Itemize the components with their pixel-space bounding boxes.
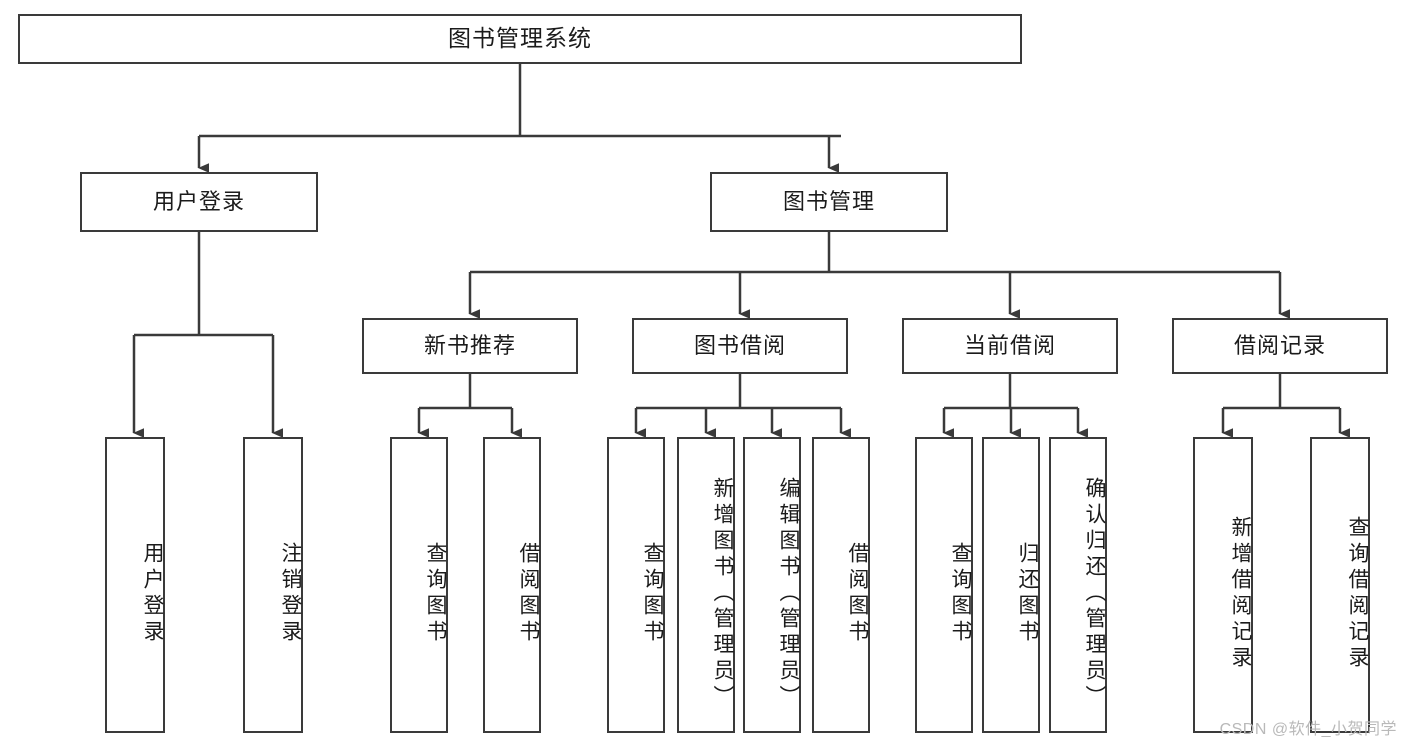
leaf-confirm-return-admin[interactable]: 确认归还（管理员）	[1049, 437, 1107, 733]
leaf-return-books[interactable]: 归还图书	[982, 437, 1040, 733]
leaf-borrow-books[interactable]: 借阅图书	[812, 437, 870, 733]
node-borrow-record[interactable]: 借阅记录	[1172, 318, 1388, 374]
leaf-query-books-recommend[interactable]: 查询图书	[390, 437, 448, 733]
leaf-query-books-current[interactable]: 查询图书	[915, 437, 973, 733]
leaf-query-books-borrow[interactable]: 查询图书	[607, 437, 665, 733]
node-root[interactable]: 图书管理系统	[18, 14, 1022, 64]
leaf-user-login[interactable]: 用户登录	[105, 437, 165, 733]
node-user-login[interactable]: 用户登录	[80, 172, 318, 232]
node-book-borrow[interactable]: 图书借阅	[632, 318, 848, 374]
leaf-add-book-admin[interactable]: 新增图书（管理员）	[677, 437, 735, 733]
leaf-add-borrow-record[interactable]: 新增借阅记录	[1193, 437, 1253, 733]
csdn-watermark: CSDN @软件_小贺同学	[1219, 721, 1397, 738]
node-book-management[interactable]: 图书管理	[710, 172, 948, 232]
leaf-borrow-books-recommend[interactable]: 借阅图书	[483, 437, 541, 733]
node-current-borrow[interactable]: 当前借阅	[902, 318, 1118, 374]
leaf-edit-book-admin[interactable]: 编辑图书（管理员）	[743, 437, 801, 733]
node-new-book-recommend[interactable]: 新书推荐	[362, 318, 578, 374]
leaf-logout-login[interactable]: 注销登录	[243, 437, 303, 733]
leaf-query-borrow-record[interactable]: 查询借阅记录	[1310, 437, 1370, 733]
